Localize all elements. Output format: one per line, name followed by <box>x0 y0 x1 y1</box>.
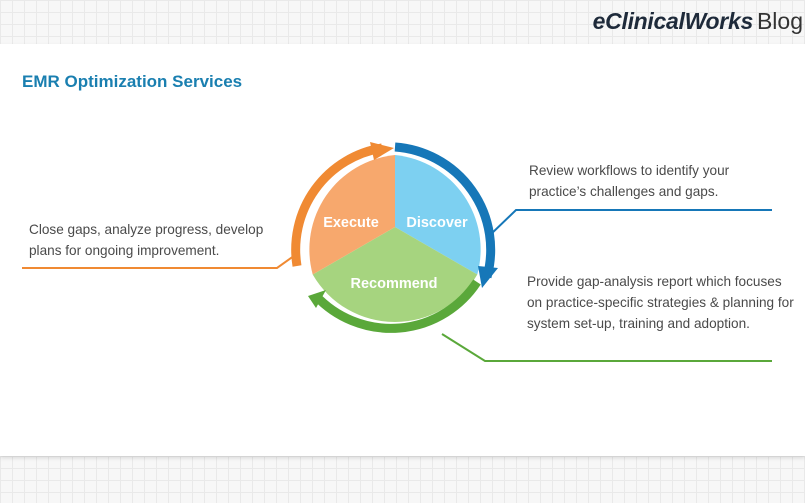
brand-logo-text: eClinicalWorks <box>592 8 754 34</box>
recommend-segment <box>312 227 478 323</box>
cycle-diagram: Discover Recommend Execute <box>22 142 772 362</box>
recommend-arrow-head <box>308 290 326 308</box>
recommend-description: Provide gap-analysis report which focuse… <box>527 274 794 331</box>
execute-segment <box>309 155 395 275</box>
recommend-arrow-arc <box>312 279 481 333</box>
page-title: EMR Optimization Services <box>22 72 243 91</box>
execute-description: Close gaps, analyze progress, develop pl… <box>29 222 264 258</box>
brand-section-label: Blog <box>756 8 803 34</box>
execute-arrow-arc <box>291 143 383 267</box>
discover-arrow-arc <box>394 142 496 279</box>
execute-connector-line <box>22 252 299 269</box>
discover-description: Review workflows to identify your practi… <box>529 163 730 199</box>
recommend-connector-line <box>441 333 772 362</box>
discover-arrow-head <box>478 266 498 288</box>
content-panel: EMR Optimization Services Discover Recom… <box>0 44 805 456</box>
discover-label: Discover <box>406 215 468 231</box>
discover-segment <box>395 155 481 275</box>
execute-label: Execute <box>323 215 379 231</box>
execute-arrow-head <box>370 142 394 160</box>
discover-connector-line <box>488 209 772 237</box>
recommend-label: Recommend <box>350 276 437 292</box>
